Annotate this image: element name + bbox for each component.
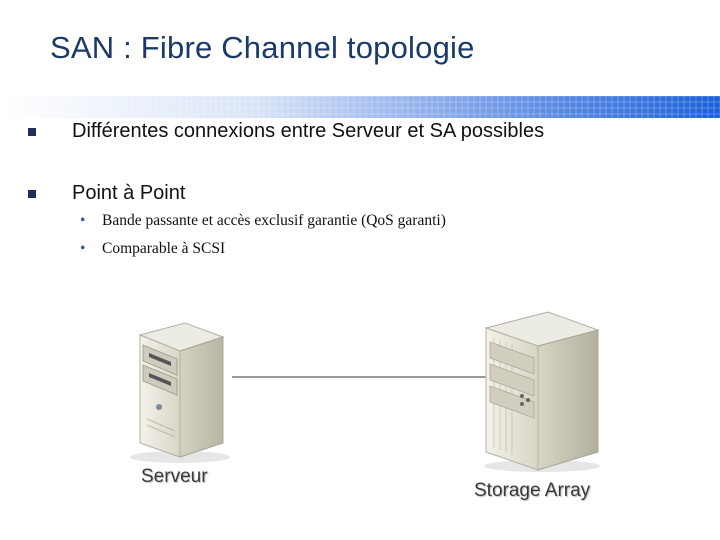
sub-bullet-text: Comparable à SCSI [102,240,226,257]
title-gradient-bar [0,96,720,118]
sub-bullet-text: Bande passante et accès exclusif garanti… [102,212,446,229]
storage-array-icon [484,311,600,472]
round-bullet-icon: • [80,240,86,257]
storage-array-label: Storage Array [474,480,591,501]
bullet-text: Point à Point [72,182,186,204]
server-tower-icon [130,322,230,463]
point-to-point-link [232,376,490,378]
round-bullet-icon: • [80,212,86,229]
bullet-text: Différentes connexions entre Serveur et … [72,120,545,142]
server-label: Serveur [141,466,208,487]
slide-title: SAN : Fibre Channel topologie [50,30,475,65]
square-bullet-icon [28,128,36,136]
square-bullet-icon [28,190,36,198]
